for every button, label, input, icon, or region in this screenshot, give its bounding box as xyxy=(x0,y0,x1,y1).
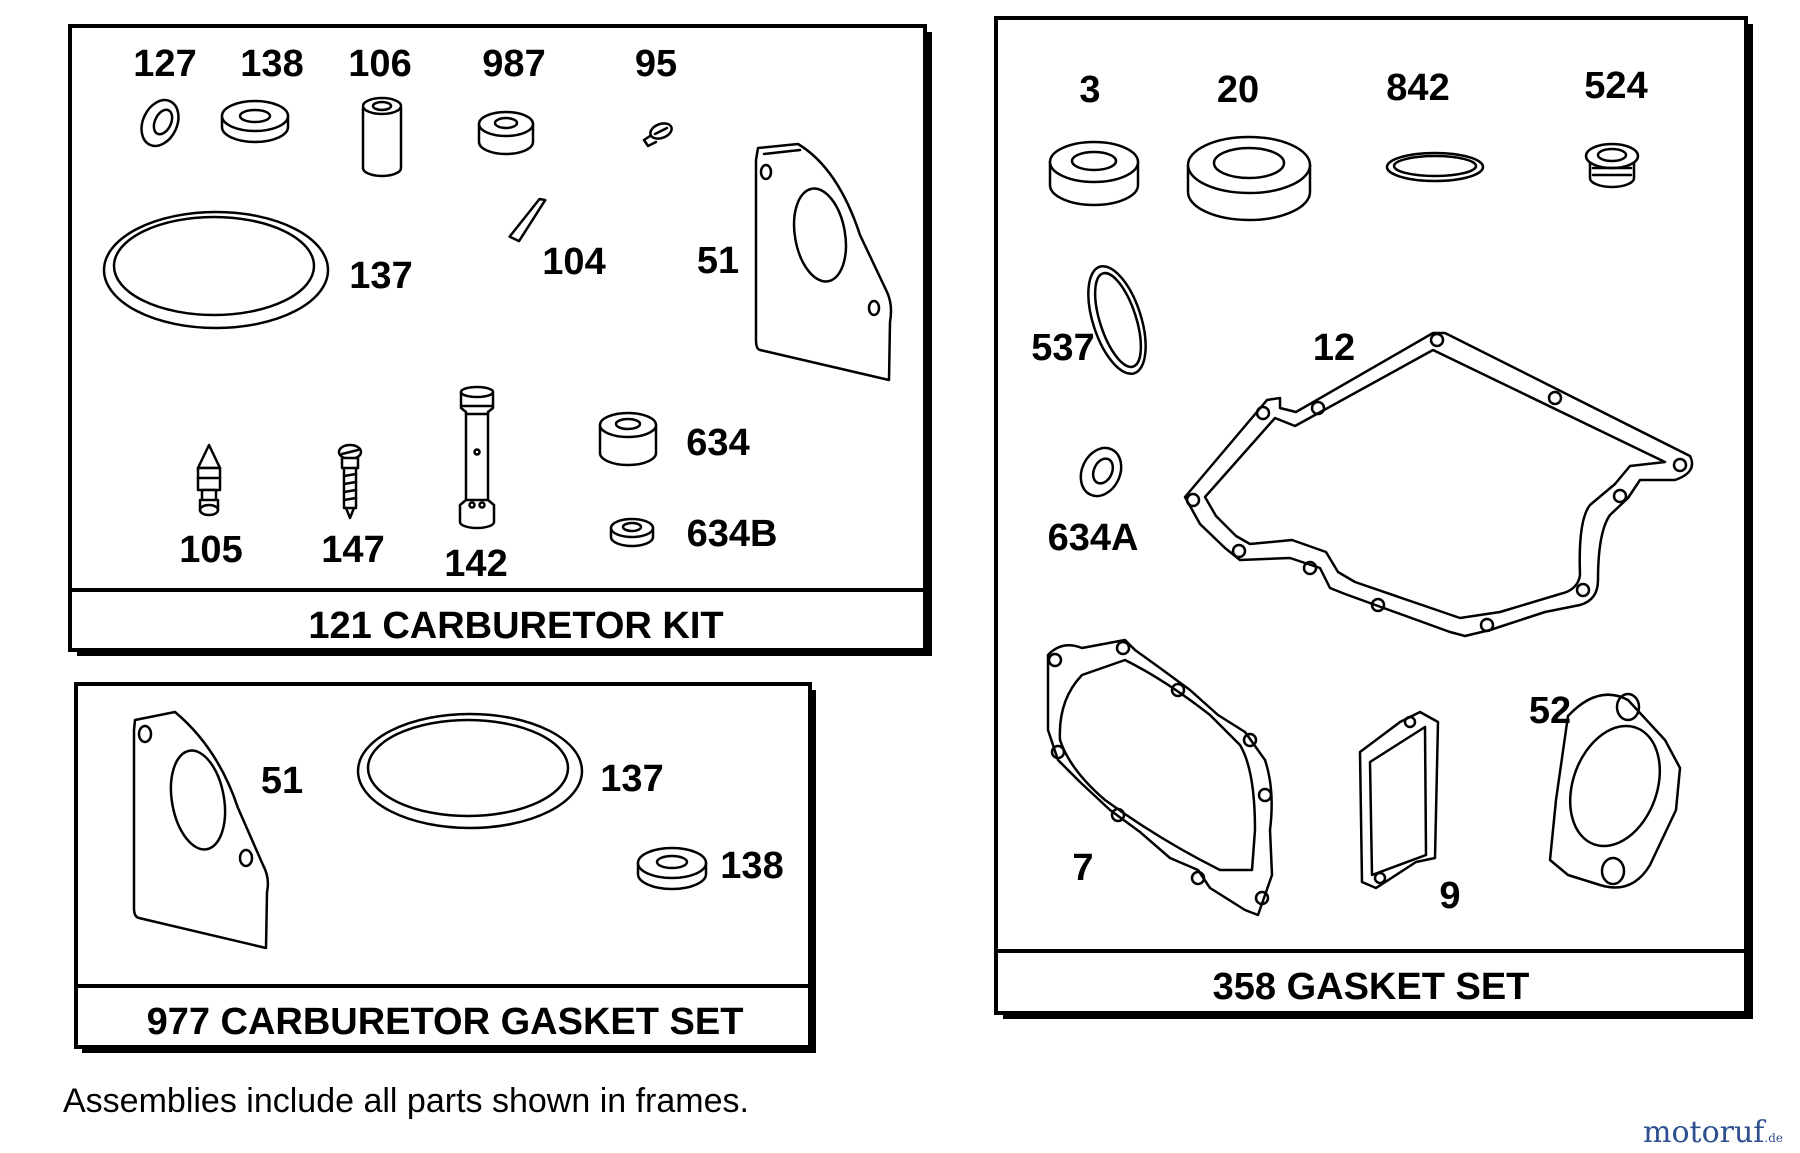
part-9-breather-gasket xyxy=(1358,710,1440,890)
part-label-138: 138 xyxy=(720,845,783,887)
footnote: Assemblies include all parts shown in fr… xyxy=(63,1082,749,1120)
part-987-spacer xyxy=(477,110,535,156)
part-label-634: 634 xyxy=(686,422,749,464)
part-label-20: 20 xyxy=(1217,69,1259,111)
part-51-gasket-plate xyxy=(132,710,270,950)
part-127-washer xyxy=(140,98,180,148)
part-label-537: 537 xyxy=(1031,327,1094,369)
part-label-987: 987 xyxy=(482,43,545,85)
part-label-634b: 634B xyxy=(687,513,778,555)
part-label-51: 51 xyxy=(261,760,303,802)
watermark: motoruf.de xyxy=(1643,1115,1783,1150)
part-label-3: 3 xyxy=(1079,69,1100,111)
part-label-9: 9 xyxy=(1439,875,1460,917)
part-634b-washer xyxy=(609,517,655,548)
part-52-intake-gasket xyxy=(1548,692,1682,889)
part-51-gasket-plate xyxy=(754,142,893,382)
part-138-washer xyxy=(636,846,708,891)
part-147-screw xyxy=(337,443,363,520)
part-20-oil-seal xyxy=(1186,135,1312,222)
part-842-o-ring xyxy=(1385,151,1485,183)
part-label-12: 12 xyxy=(1313,327,1355,369)
part-138-washer xyxy=(220,99,290,144)
frame-carburetor-kit: 121 CARBURETOR KIT 127 138 106 987 95 13… xyxy=(68,24,932,656)
part-95-screw xyxy=(642,122,673,148)
part-634-spacer xyxy=(598,411,658,467)
watermark-brand: motoruf xyxy=(1643,1115,1766,1150)
part-label-138: 138 xyxy=(240,43,303,85)
part-537-o-ring xyxy=(1087,264,1147,376)
part-106-bushing xyxy=(361,96,403,178)
frame-carburetor-gasket-set: 977 CARBURETOR GASKET SET 51 137 138 xyxy=(74,682,816,1053)
part-label-105: 105 xyxy=(179,529,242,571)
part-label-524: 524 xyxy=(1584,65,1647,107)
part-label-142: 142 xyxy=(444,543,507,585)
frame-title-gasket-set: 358 GASKET SET xyxy=(1213,966,1530,1008)
part-label-127: 127 xyxy=(133,43,196,85)
frame-gasket-set: 358 GASKET SET 3 20 842 524 537 12 634A … xyxy=(994,16,1753,1019)
part-label-104: 104 xyxy=(542,241,605,283)
part-label-7: 7 xyxy=(1072,847,1093,889)
part-label-137: 137 xyxy=(349,255,412,297)
part-7-head-gasket xyxy=(1046,638,1274,917)
part-137-o-ring xyxy=(102,210,330,330)
frame-title-carburetor-kit: 121 CARBURETOR KIT xyxy=(308,605,723,647)
part-524-plug xyxy=(1584,142,1640,189)
watermark-tld: .de xyxy=(1764,1131,1783,1145)
part-label-95: 95 xyxy=(635,43,677,85)
part-label-147: 147 xyxy=(321,529,384,571)
part-104-pin xyxy=(508,197,547,243)
part-label-51: 51 xyxy=(697,240,739,282)
part-3-oil-seal xyxy=(1048,140,1140,207)
part-12-crankcase-gasket xyxy=(1183,331,1694,638)
part-label-106: 106 xyxy=(348,43,411,85)
part-label-52: 52 xyxy=(1529,690,1571,732)
svg-text:motoruf.de: motoruf.de xyxy=(1643,1115,1783,1150)
part-label-137: 137 xyxy=(600,758,663,800)
part-137-o-ring xyxy=(356,712,584,830)
part-142-emulsion-tube xyxy=(458,385,496,530)
part-105-needle-valve xyxy=(196,443,222,517)
part-label-842: 842 xyxy=(1386,67,1449,109)
frame-title-carburetor-gasket-set: 977 CARBURETOR GASKET SET xyxy=(147,1001,744,1043)
part-634a-washer xyxy=(1079,446,1123,498)
part-label-634a: 634A xyxy=(1048,517,1139,559)
